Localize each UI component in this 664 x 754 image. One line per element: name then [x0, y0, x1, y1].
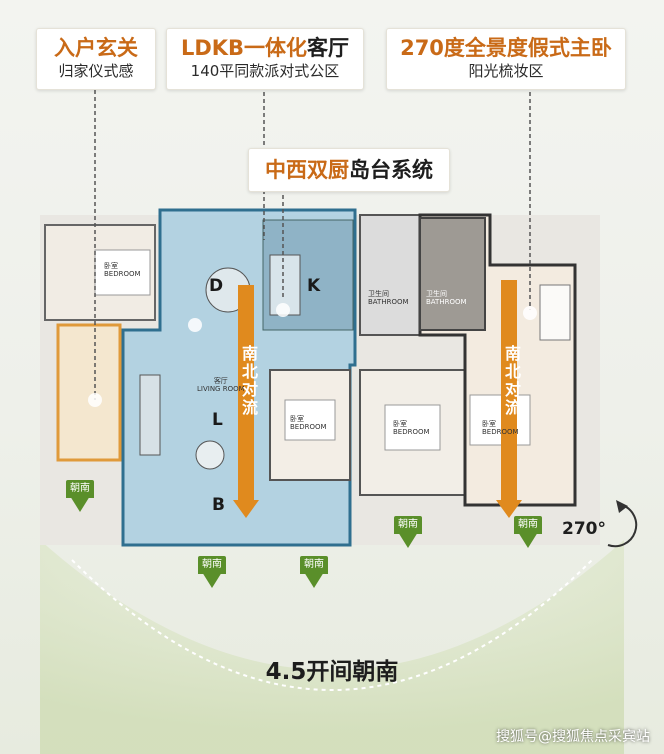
bedroom-cn: 卧室 [290, 415, 304, 423]
bedroom-label-3: 卧室 BEDROOM [393, 420, 430, 436]
flow-text-right: 南北对流 [502, 345, 521, 417]
bottom-title: 4.5开间朝南 [265, 659, 399, 685]
bedroom-en: BEDROOM [290, 423, 327, 431]
down-arrow-icon [518, 532, 538, 548]
callout-entrance-title: 入户玄关 [54, 36, 138, 60]
callout-kitchen-title-orange: 中西双厨 [265, 158, 349, 182]
bath-cn: 卫生间 [426, 290, 447, 298]
callout-ldkb-title-orange: LDKB一体化 [180, 36, 308, 60]
master-en: BEDROOM [482, 428, 519, 436]
down-arrow-icon [398, 532, 418, 548]
callout-ldkb-title-dark: 客厅 [307, 36, 350, 60]
room-letter-balcony: B [212, 495, 225, 515]
down-arrow-icon [70, 496, 90, 512]
room-letter-living: L [212, 410, 223, 430]
master-bedroom-label: 卧室 BEDROOM [482, 420, 519, 436]
callout-ldkb-sub: 140平同款派对式公区 [190, 62, 340, 80]
master-cn: 卧室 [482, 420, 496, 428]
callout-entrance: 入户玄关 归家仪式感 [36, 28, 156, 90]
callout-bedroom-sub: 阳光梳妆区 [468, 62, 544, 80]
callout-bedroom: 270度全景度假式主卧 阳光梳妆区 [386, 28, 626, 90]
bedroom-en: BEDROOM [104, 270, 141, 278]
bathroom-label-1: 卫生间 BATHROOM [368, 290, 409, 306]
south-label: 朝南 [300, 556, 328, 574]
down-arrow-icon [202, 572, 222, 588]
south-marker-3: 朝南 [300, 556, 328, 590]
bedroom-cn: 卧室 [104, 262, 118, 270]
south-label: 朝南 [514, 516, 542, 534]
south-label: 朝南 [394, 516, 422, 534]
callout-kitchen: 中西双厨岛台系统 [248, 148, 450, 192]
callout-ldkb-title: LDKB一体化客厅 [167, 35, 363, 61]
watermark: 搜狐号@搜狐焦点采宾站 [496, 729, 650, 745]
callout-kitchen-title-dark: 岛台系统 [349, 158, 433, 182]
bath-en: BATHROOM [368, 298, 409, 306]
angle-label: 270° [562, 519, 606, 539]
living-room-label: 客厅 LIVING ROOM [197, 377, 245, 393]
south-marker-4: 朝南 [394, 516, 422, 550]
living-en: LIVING ROOM [197, 385, 245, 393]
down-arrow-icon [304, 572, 324, 588]
bedroom-label-1: 卧室 BEDROOM [104, 262, 141, 278]
south-marker-2: 朝南 [198, 556, 226, 590]
bedroom-en: BEDROOM [393, 428, 430, 436]
flow-text-left: 南北对流 [239, 345, 258, 417]
bedroom-label-2: 卧室 BEDROOM [290, 415, 327, 431]
bedroom-cn: 卧室 [393, 420, 407, 428]
south-label: 朝南 [66, 480, 94, 498]
room-letter-dining: D [209, 276, 224, 296]
bath-cn: 卫生间 [368, 290, 389, 298]
bathroom-label-2: 卫生间 BATHROOM [426, 290, 467, 306]
callout-bedroom-title: 270度全景度假式主卧 [400, 36, 612, 60]
south-marker-1: 朝南 [66, 480, 94, 514]
living-cn: 客厅 [213, 377, 228, 385]
south-marker-5: 朝南 [514, 516, 542, 550]
callout-entrance-sub: 归家仪式感 [58, 62, 134, 80]
bath-en: BATHROOM [426, 298, 467, 306]
room-letter-kitchen: K [307, 276, 321, 296]
callout-ldkb: LDKB一体化客厅 140平同款派对式公区 [166, 28, 364, 90]
callout-kitchen-title: 中西双厨岛台系统 [249, 157, 449, 183]
south-label: 朝南 [198, 556, 226, 574]
